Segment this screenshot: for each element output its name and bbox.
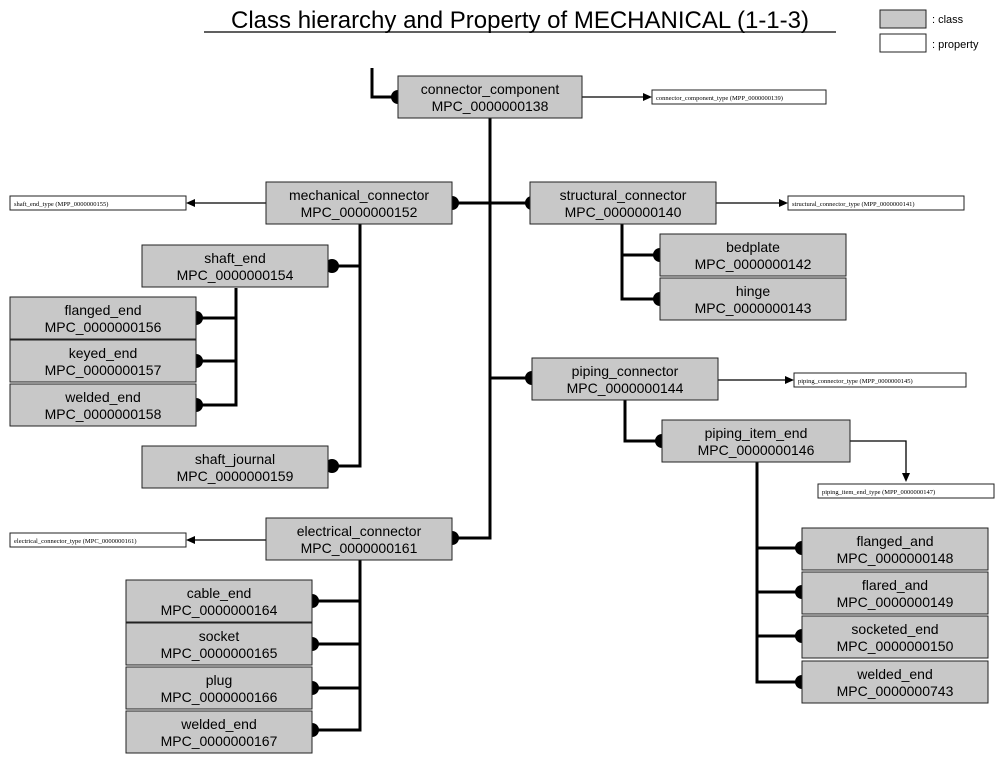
svg-text:flared_and: flared_and: [862, 577, 928, 593]
legend-class-label: : class: [932, 14, 964, 26]
legend-property-swatch: [879, 33, 927, 53]
svg-text:mechanical_connector: mechanical_connector: [289, 187, 429, 203]
legend-class-swatch: [879, 9, 927, 29]
svg-text:structural_connector: structural_connector: [560, 187, 687, 203]
svg-text:MPC_0000000142: MPC_0000000142: [695, 256, 812, 272]
svg-text:electrical_connector: electrical_connector: [297, 523, 422, 539]
svg-text:MPC_0000000156: MPC_0000000156: [45, 319, 162, 335]
svg-text:cable_end: cable_end: [187, 585, 252, 601]
svg-text:flanged_end: flanged_end: [64, 302, 141, 318]
svg-text:MPC_0000000167: MPC_0000000167: [161, 733, 278, 749]
svg-text:MPC_0000000157: MPC_0000000157: [45, 362, 162, 378]
svg-text:hinge: hinge: [736, 283, 770, 299]
svg-text:piping_connector: piping_connector: [572, 363, 679, 379]
svg-text:electrical_connector_type (MPC: electrical_connector_type (MPC_000000016…: [14, 538, 137, 545]
svg-text:shaft_end_type (MPP_0000000155: shaft_end_type (MPP_0000000155): [14, 201, 108, 208]
svg-text:MPC_0000000149: MPC_0000000149: [837, 594, 954, 610]
svg-text:piping_item_end: piping_item_end: [705, 425, 808, 441]
svg-text:welded_end: welded_end: [64, 389, 141, 405]
svg-text:shaft_journal: shaft_journal: [195, 451, 275, 467]
svg-text:bedplate: bedplate: [726, 239, 780, 255]
property-box: piping_connector_type (MPP_0000000145): [793, 372, 967, 388]
svg-text:MPC_0000000152: MPC_0000000152: [301, 204, 418, 220]
svg-text:MPC_0000000138: MPC_0000000138: [432, 98, 549, 114]
svg-text:MPC_0000000165: MPC_0000000165: [161, 645, 278, 661]
property-box: electrical_connector_type (MPC_000000016…: [9, 532, 187, 548]
property-box: shaft_end_type (MPP_0000000155): [9, 195, 187, 211]
svg-text:MPC_0000000743: MPC_0000000743: [837, 683, 954, 699]
svg-text:MPC_0000000159: MPC_0000000159: [177, 468, 294, 484]
svg-text:piping_connector_type (MPP_000: piping_connector_type (MPP_0000000145): [798, 378, 913, 385]
svg-text:flanged_and: flanged_and: [856, 533, 933, 549]
diagram-title: Class hierarchy and Property of MECHANIC…: [231, 7, 809, 34]
property-box: piping_item_end_type (MPP_0000000147): [817, 483, 995, 499]
svg-text:MPC_0000000150: MPC_0000000150: [837, 638, 954, 654]
svg-text:MPC_0000000154: MPC_0000000154: [177, 267, 294, 283]
property-box: structural_connector_type (MPP_000000014…: [787, 195, 965, 211]
svg-text:MPC_0000000146: MPC_0000000146: [698, 442, 815, 458]
legend: : class : property: [879, 9, 979, 53]
svg-text:socket: socket: [199, 628, 240, 644]
svg-text:MPC_0000000166: MPC_0000000166: [161, 689, 278, 705]
svg-text:MPC_0000000164: MPC_0000000164: [161, 602, 278, 618]
svg-text:welded_end: welded_end: [180, 716, 257, 732]
svg-text:socketed_end: socketed_end: [851, 621, 938, 637]
property-box: connector_component_type (MPP_0000000139…: [651, 89, 827, 105]
svg-text:MPC_0000000140: MPC_0000000140: [565, 204, 682, 220]
svg-text:plug: plug: [206, 672, 232, 688]
svg-text:MPC_0000000143: MPC_0000000143: [695, 300, 812, 316]
svg-text:piping_item_end_type (MPP_0000: piping_item_end_type (MPP_0000000147): [822, 489, 935, 496]
hierarchy-edges: [196, 68, 802, 732]
svg-text:MPC_0000000158: MPC_0000000158: [45, 406, 162, 422]
legend-property-label: : property: [932, 39, 979, 51]
svg-text:connector_component: connector_component: [421, 81, 560, 97]
property-arrows: [186, 93, 910, 544]
svg-text:connector_component_type (MPP_: connector_component_type (MPP_0000000139…: [656, 95, 783, 102]
svg-text:MPC_0000000161: MPC_0000000161: [301, 540, 418, 556]
svg-text:shaft_end: shaft_end: [204, 250, 266, 266]
svg-text:structural_connector_type (MPP: structural_connector_type (MPP_000000014…: [792, 201, 915, 208]
svg-text:welded_end: welded_end: [856, 666, 933, 682]
svg-text:MPC_0000000144: MPC_0000000144: [567, 380, 684, 396]
svg-text:keyed_end: keyed_end: [69, 345, 138, 361]
svg-text:MPC_0000000148: MPC_0000000148: [837, 550, 954, 566]
